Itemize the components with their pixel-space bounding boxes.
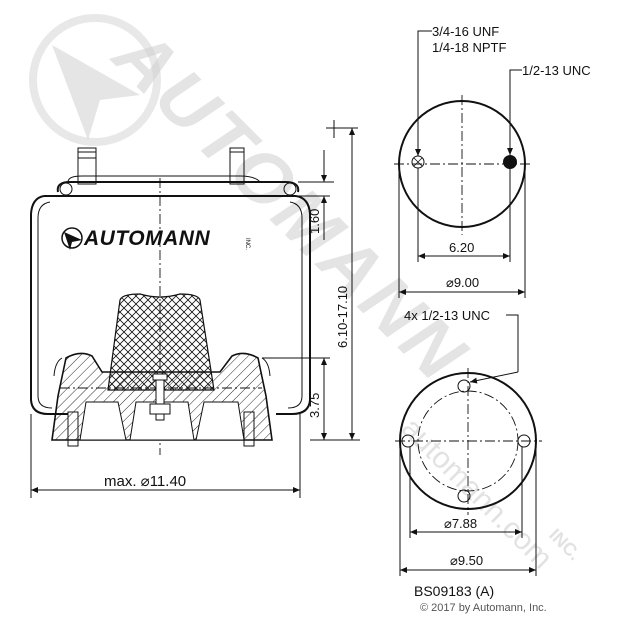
dim-bottom-plate-diameter-label: ⌀9.50 [450,553,483,568]
top-plate-view: 3/4-16 UNF 1/4-18 NPTF 1/2-13 UNC 6.20 ⌀… [394,24,591,298]
piston-inner [79,401,245,441]
dim-stud-spacing-label: 6.20 [449,240,474,255]
watermark-url: automann.com [395,412,559,576]
part-number: BS09183 (A) [414,583,494,599]
callout-holes: 4x 1/2-13 UNC [404,308,519,384]
copyright: © 2017 by Automann, Inc. [420,602,547,614]
bolt-hole-icon [517,434,531,448]
side-view: AUTOMANN INC. 1.60 6.10-17.10 3.75 [30,120,360,498]
air-fitting-hole-icon [411,155,425,169]
center-bolt [149,373,171,421]
callout-air-fitting: 3/4-16 UNF 1/4-18 NPTF [415,24,506,156]
dim-top-plate-diameter-label: ⌀9.00 [446,275,479,290]
callout-stud-label: 1/2-13 UNC [522,63,591,78]
callout-holes-label: 4x 1/2-13 UNC [404,308,490,323]
bolt-hole-icon [457,379,471,393]
dim-max-diameter: max. ⌀11.40 [30,414,301,498]
dim-bolt-circle: ⌀7.88 [409,447,523,538]
callout-air-fitting-line1: 3/4-16 UNF [432,24,499,39]
brand-logo: AUTOMANN INC. [61,227,250,250]
dim-top-plate-diameter: ⌀9.00 [398,164,526,298]
dim-piston-height-label: 3.75 [307,393,322,418]
top-air-fitting [77,147,97,185]
dim-bolt-circle-label: ⌀7.88 [444,516,477,531]
rubber-bumper [107,293,215,391]
watermark-logo-icon [29,14,161,146]
callout-air-fitting-line2: 1/4-18 NPTF [432,40,506,55]
bellows-outline [30,195,311,415]
dim-top-height: 1.60 [298,150,334,240]
callout-stud: 1/2-13 UNC [507,63,591,155]
dim-stud-spacing: 6.20 [417,168,511,262]
bottom-plate-view: 4x 1/2-13 UNC ⌀7.88 ⌀9.50 [395,308,542,576]
dim-bottom-plate-diameter: ⌀9.50 [399,441,537,576]
bolt-hole-icon [457,489,471,503]
top-stud [229,147,245,185]
dim-total-height-label: 6.10-17.10 [335,286,350,348]
bolt-hole-icon [401,434,415,448]
dim-top-height-label: 1.60 [307,209,322,234]
dim-total-height: 6.10-17.10 [310,120,360,441]
stud-dot-icon [503,155,517,169]
dim-piston-height: 3.75 [262,357,330,440]
watermark: AUTOMANN INC. automann.com [29,11,585,576]
dim-max-diameter-label: max. ⌀11.40 [104,473,186,490]
brand-logo-suffix: INC. [244,238,250,250]
brand-logo-text: AUTOMANN [83,227,210,250]
